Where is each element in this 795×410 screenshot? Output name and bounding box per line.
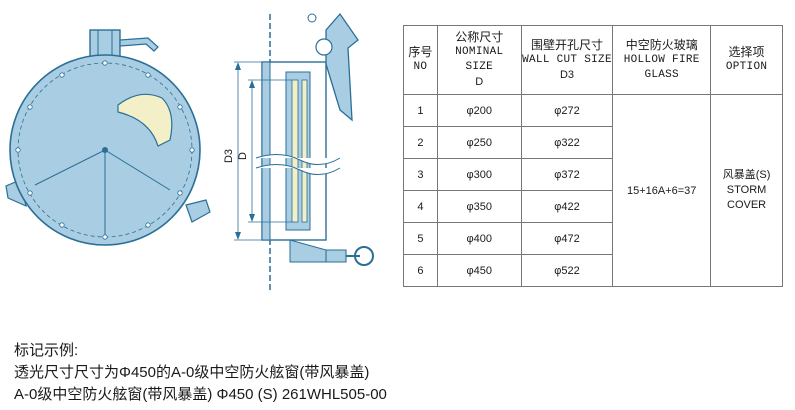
option-cell: 风暴盖(S) STORM COVER — [710, 94, 783, 287]
header-wall-cut-size: 围壁开孔尺寸 WALL CUT SIZE D3 — [520, 25, 614, 95]
row-no: 5 — [403, 222, 438, 255]
row-wall-cut: φ372 — [520, 158, 614, 191]
table-row: 1 φ200 φ272 15+16A+6=37 风暴盖(S) STORM COV… — [403, 94, 783, 287]
table-row: 4 φ350 φ422 — [403, 190, 783, 223]
row-wall-cut: φ522 — [520, 254, 614, 287]
example-title: 标记示例: — [14, 342, 79, 359]
bolt-holes — [15, 60, 195, 240]
example-line-1: 透光尺寸尺寸为Φ450的A-0级中空防火舷窗(带风暴盖) — [14, 364, 370, 381]
row-no: 6 — [403, 254, 438, 287]
row-wall-cut: φ272 — [520, 94, 614, 127]
glass-spec-cell: 15+16A+6=37 — [612, 94, 712, 287]
row-no: 1 — [403, 94, 438, 127]
table-header-row: 序号 NO 公称尺寸 NOMINAL SIZE D 围壁开孔尺寸 WALL CU… — [403, 25, 783, 95]
marking-example: 标记示例: 透光尺寸尺寸为Φ450的A-0级中空防火舷窗(带风暴盖) A-0级中… — [14, 340, 387, 406]
glass-pane-outer — [291, 79, 299, 223]
right-lug — [185, 199, 211, 223]
wing-nut — [325, 249, 347, 263]
size-table: 序号 NO 公称尺寸 NOMINAL SIZE D 围壁开孔尺寸 WALL CU… — [403, 25, 783, 287]
header-no: 序号 NO — [403, 25, 438, 95]
row-wall-cut: φ472 — [520, 222, 614, 255]
table-row: 5 φ400 φ472 — [403, 222, 783, 255]
glass-pane-inner — [301, 79, 308, 223]
front-view — [5, 29, 211, 246]
table-row: 2 φ250 φ322 — [403, 126, 783, 159]
row-wall-cut: φ422 — [520, 190, 614, 223]
example-line-2: A-0级中空防火舷窗(带风暴盖) Φ450 (S) 261WHL505-00 — [14, 386, 387, 403]
lever-arm — [119, 37, 159, 52]
row-no: 2 — [403, 126, 438, 159]
row-no: 3 — [403, 158, 438, 191]
option-cn: 风暴盖(S) — [722, 169, 771, 181]
table-row: 6 φ450 φ522 — [403, 254, 783, 287]
header-nominal-size: 公称尺寸 NOMINAL SIZE D — [436, 25, 522, 95]
storm-cover-hinged — [325, 12, 359, 122]
row-nominal: φ300 — [436, 158, 522, 191]
row-nominal: φ200 — [436, 94, 522, 127]
row-no: 4 — [403, 190, 438, 223]
row-wall-cut: φ322 — [520, 126, 614, 159]
header-hollow-fire-glass: 中空防火玻璃 HOLLOW FIRE GLASS — [612, 25, 712, 95]
row-nominal: φ350 — [436, 190, 522, 223]
dim-label-d: D — [237, 152, 249, 160]
row-nominal: φ400 — [436, 222, 522, 255]
section-view: D3 D — [223, 12, 374, 290]
row-nominal: φ450 — [436, 254, 522, 287]
dim-label-d3: D3 — [223, 149, 235, 163]
porthole-drawing: D3 D — [5, 12, 374, 290]
row-nominal: φ250 — [436, 126, 522, 159]
header-option: 选择项 OPTION — [710, 25, 783, 95]
option-en: STORM COVER — [726, 184, 767, 211]
glass-lens — [117, 93, 173, 147]
